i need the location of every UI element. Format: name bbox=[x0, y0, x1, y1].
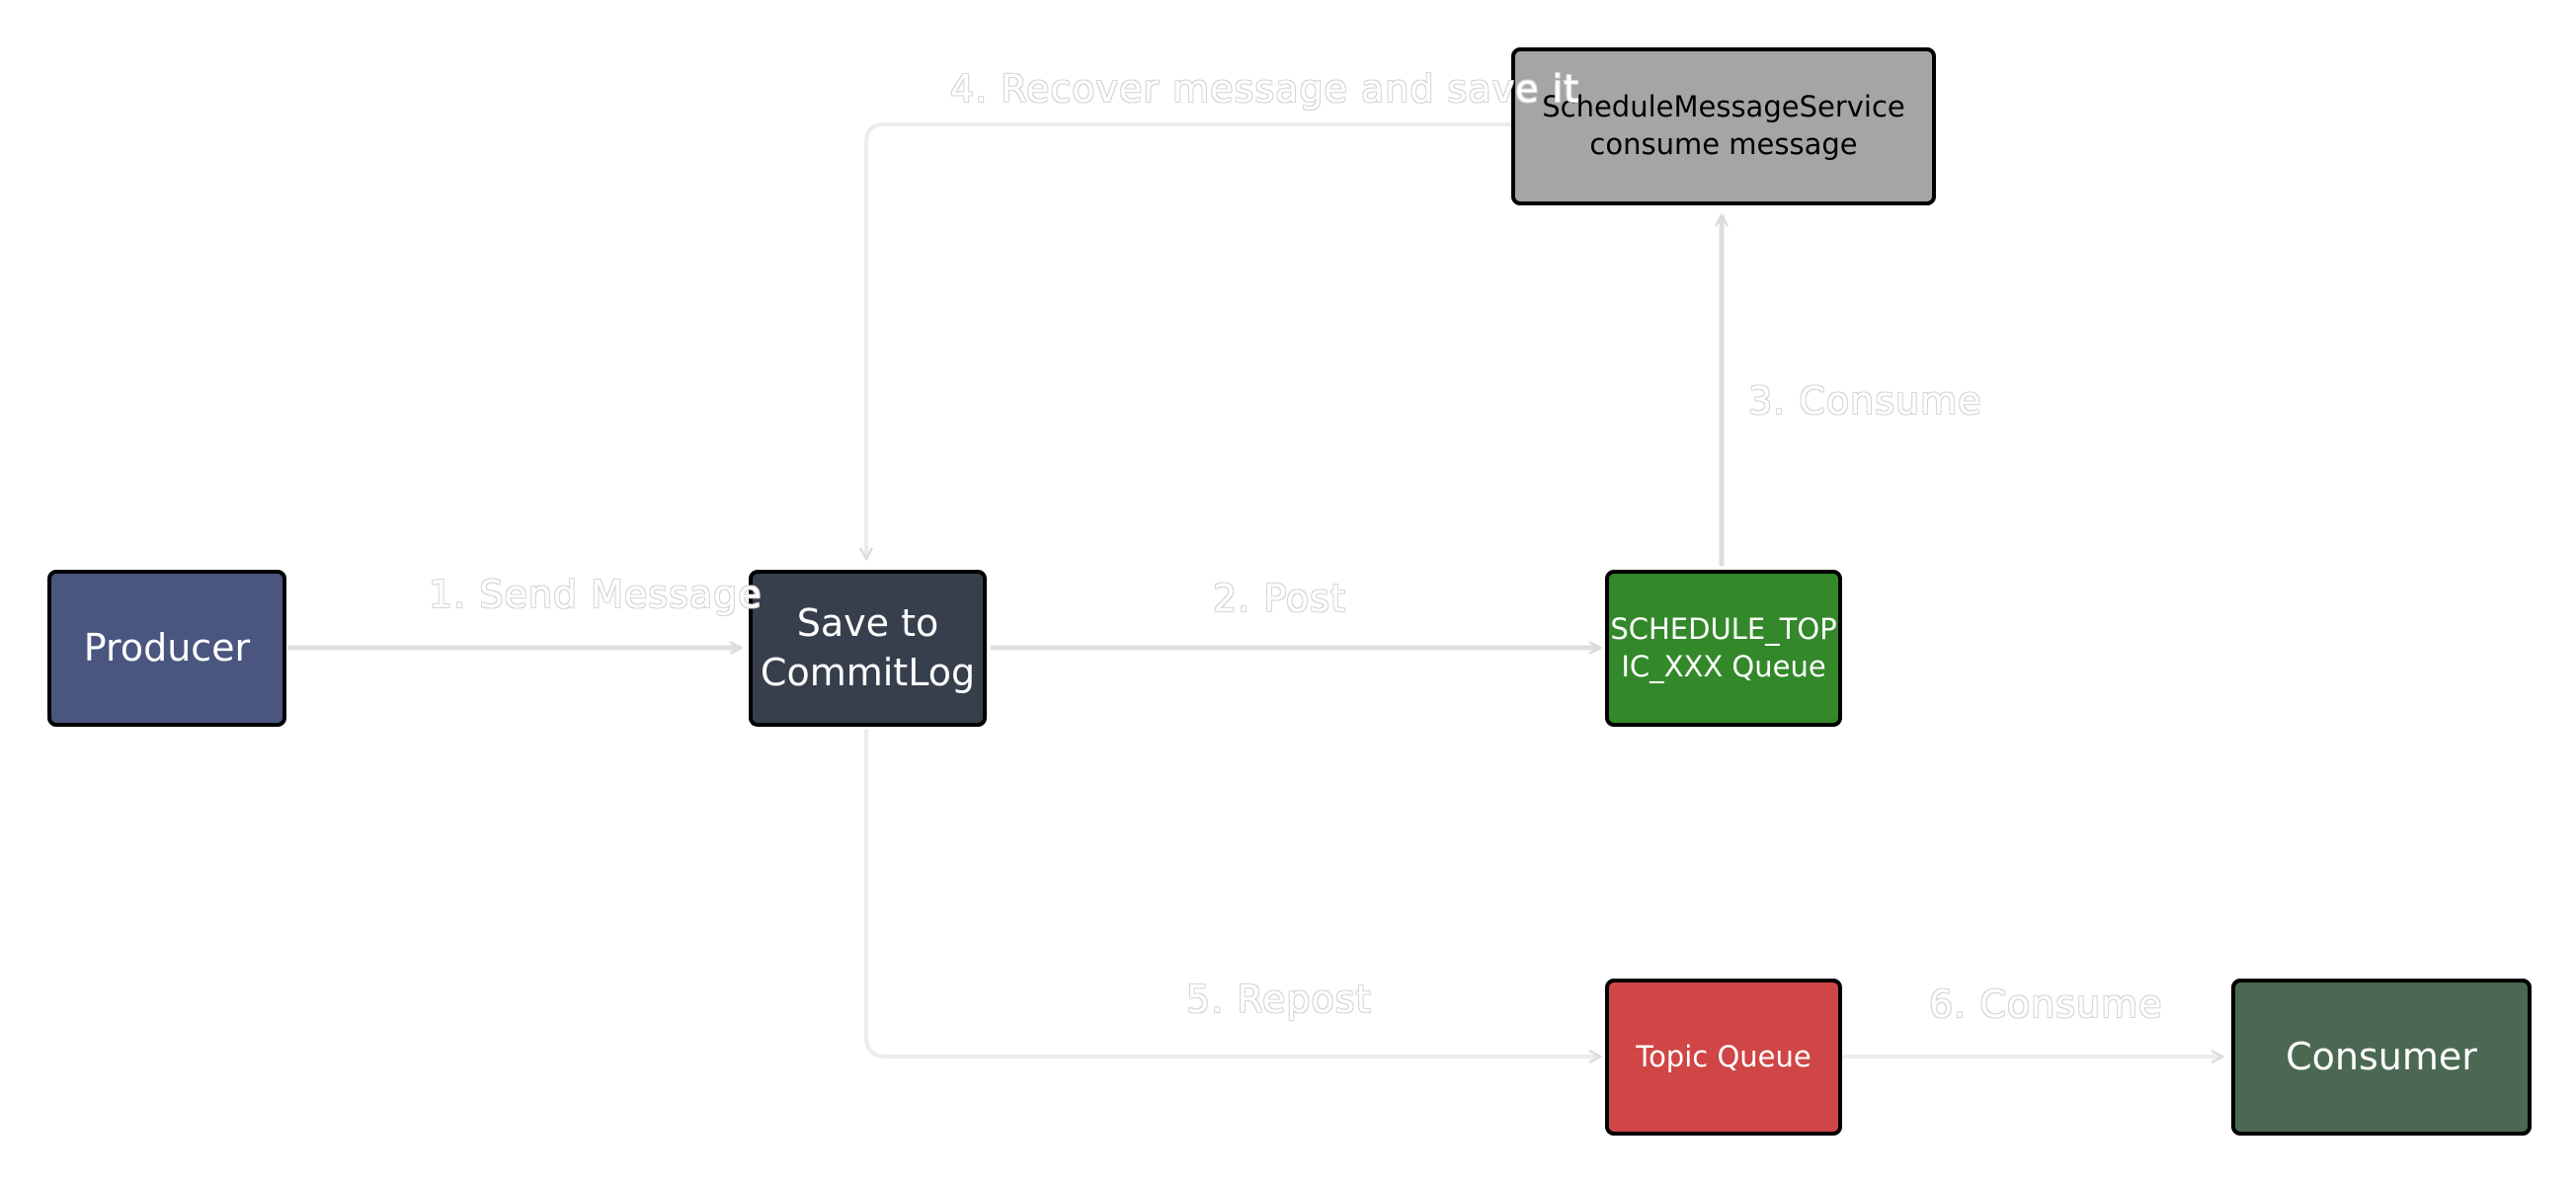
edge-recover bbox=[866, 122, 1511, 559]
node-commitlog-label: Save to CommitLog bbox=[760, 601, 976, 694]
edge-label-post: 2. Post bbox=[1213, 577, 1346, 620]
node-topic-queue-label: Topic Queue bbox=[1636, 1039, 1811, 1073]
edge-label-consume-6: 6. Consume bbox=[1929, 983, 2163, 1026]
edge-label-send-message: 1. Send Message bbox=[429, 573, 763, 616]
edge-label-recover: 4. Recover message and save it bbox=[950, 67, 1580, 111]
node-schedule-topic-queue: SCHEDULE_TOP IC_XXX Queue bbox=[1605, 570, 1842, 727]
edge-label-consume-3: 3. Consume bbox=[1748, 379, 1982, 423]
node-consumer: Consumer bbox=[2231, 979, 2532, 1136]
edge-label-repost: 5. Repost bbox=[1186, 978, 1372, 1021]
node-producer-label: Producer bbox=[83, 625, 251, 669]
node-commitlog: Save to CommitLog bbox=[749, 570, 987, 727]
node-schedule-topic-queue-label: SCHEDULE_TOP IC_XXX Queue bbox=[1610, 611, 1837, 683]
node-producer: Producer bbox=[47, 570, 286, 727]
node-topic-queue: Topic Queue bbox=[1605, 979, 1842, 1136]
edge-repost bbox=[864, 729, 1600, 1057]
node-consumer-label: Consumer bbox=[2286, 1034, 2477, 1078]
node-schedule-message-service-label: ScheduleMessageService consume message bbox=[1542, 90, 1905, 161]
node-schedule-message-service: ScheduleMessageService consume message bbox=[1511, 47, 1936, 205]
